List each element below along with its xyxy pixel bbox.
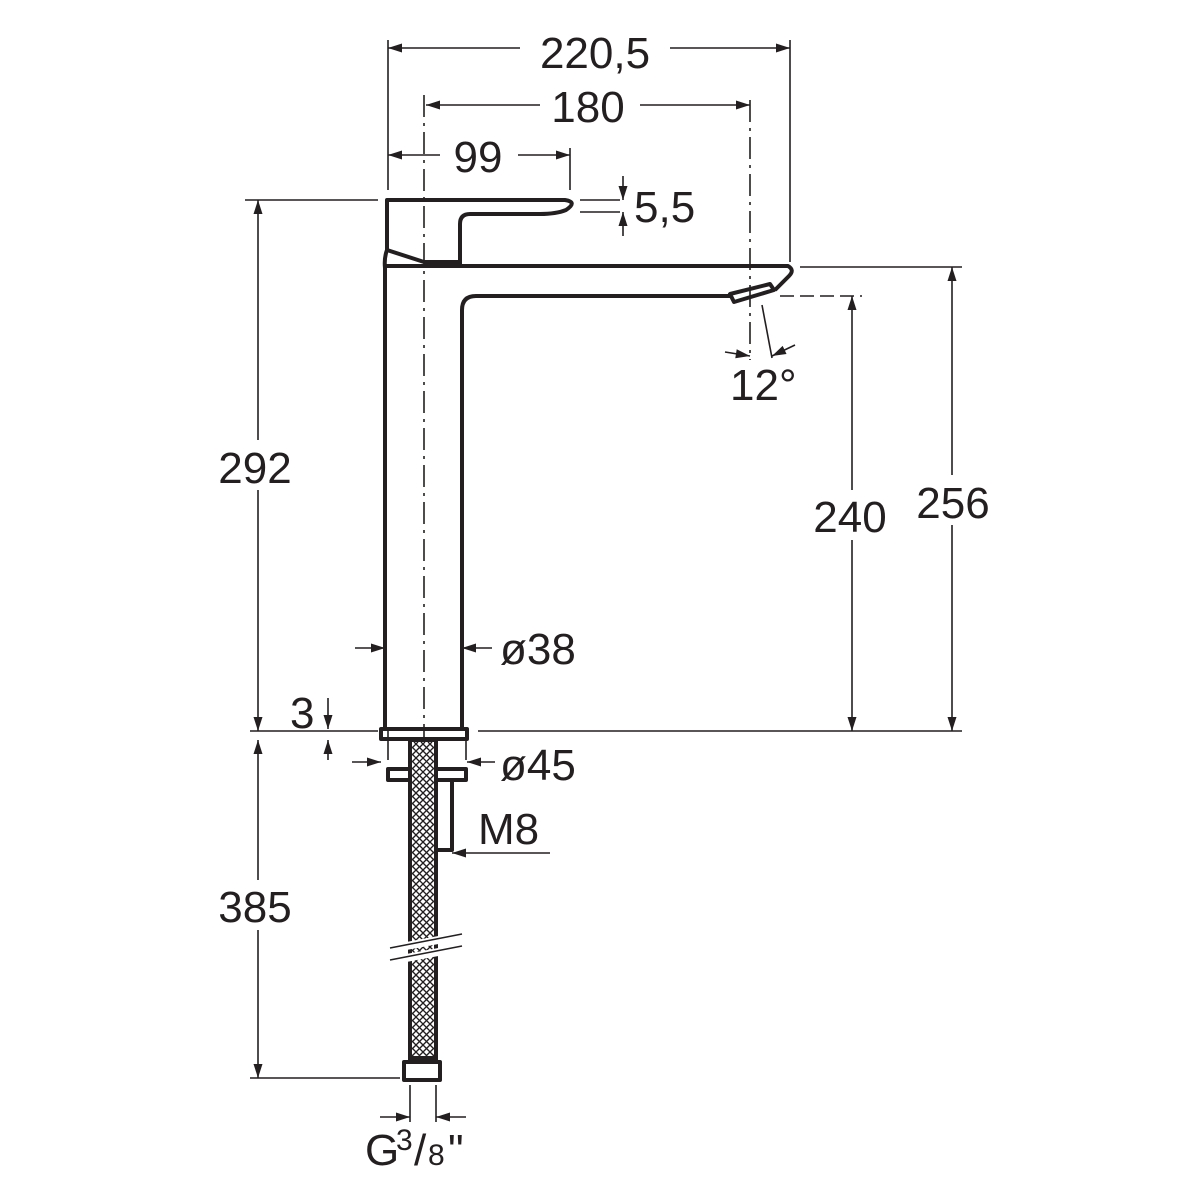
break-lines <box>389 933 463 961</box>
arrowhead <box>396 1112 410 1122</box>
connection-suffix: " <box>448 1126 464 1175</box>
dim-flange-diameter: ø45 <box>500 741 576 790</box>
arrowhead <box>618 212 628 226</box>
arrowhead <box>467 757 481 767</box>
arrowhead <box>947 267 957 281</box>
arrowhead <box>776 43 790 53</box>
arrowhead <box>426 100 440 110</box>
hose-braid-line <box>418 1040 435 1057</box>
handle-base <box>386 248 460 264</box>
arrowhead <box>436 1112 450 1122</box>
body-left-edge <box>382 249 389 728</box>
handle <box>385 198 574 264</box>
arrowhead <box>618 186 628 200</box>
hose-braid-line <box>411 1040 428 1057</box>
hose-braid-line <box>411 1047 421 1057</box>
faucet-body <box>379 198 794 1082</box>
arrowhead <box>323 740 333 754</box>
connection-numerator: 3 <box>396 1124 413 1157</box>
arrowhead <box>371 643 385 653</box>
connection-denominator: 8 <box>428 1139 445 1172</box>
spout-bottom <box>460 294 730 728</box>
hose-nut <box>402 1058 442 1082</box>
arrowhead <box>253 717 263 731</box>
dim-body-diameter: ø38 <box>500 625 576 674</box>
hose-braid-line <box>427 741 435 749</box>
dim-overall-width: 220,5 <box>540 29 650 78</box>
arrowhead <box>253 1064 263 1078</box>
connection-prefix: G <box>365 1126 399 1175</box>
arrowhead <box>452 848 466 858</box>
dim-total-height: 292 <box>218 444 291 493</box>
hose-braid-line <box>425 1047 435 1057</box>
dim-flange-thickness: 3 <box>290 689 314 738</box>
hose-braid-line <box>413 741 435 763</box>
hose-braid-line <box>411 741 419 749</box>
dim-connection: G 3 / 8 " <box>365 1124 464 1175</box>
arrowhead <box>323 715 333 729</box>
arrowhead <box>556 150 570 160</box>
flexible-hose <box>408 738 438 1060</box>
arrowhead <box>735 349 750 359</box>
arrowhead <box>388 150 402 160</box>
dim-handle-gap: 5,5 <box>634 183 695 232</box>
hose-braid-line <box>411 741 433 763</box>
dimension-lines <box>253 43 957 1122</box>
arrowhead <box>253 200 263 214</box>
arrowhead <box>847 717 857 731</box>
arrowhead <box>462 643 476 653</box>
dim-hose-length: 385 <box>218 883 291 932</box>
arrowhead <box>367 757 381 767</box>
arrowhead <box>253 740 263 754</box>
hose-braid-line <box>411 1054 414 1057</box>
arrowhead <box>736 100 750 110</box>
dim-handle-reach: 99 <box>454 133 503 182</box>
connection-slash: / <box>414 1126 427 1175</box>
hose-braid-line <box>432 1054 435 1057</box>
dim-outlet-height: 240 <box>813 493 886 542</box>
extension-lines <box>245 40 962 1122</box>
arrowhead <box>947 717 957 731</box>
dim-spout-angle: 12° <box>730 361 797 410</box>
aerator <box>728 282 776 304</box>
dim-stud-thread: M8 <box>478 805 539 854</box>
dim-spout-reach: 180 <box>551 83 624 132</box>
arrowhead <box>388 43 402 53</box>
arrowhead <box>847 296 857 310</box>
arrowhead <box>772 345 787 356</box>
spout-top <box>385 264 794 292</box>
dim-spout-height: 256 <box>916 479 989 528</box>
threaded-stud <box>434 740 454 852</box>
hose-braid-line <box>411 741 426 756</box>
